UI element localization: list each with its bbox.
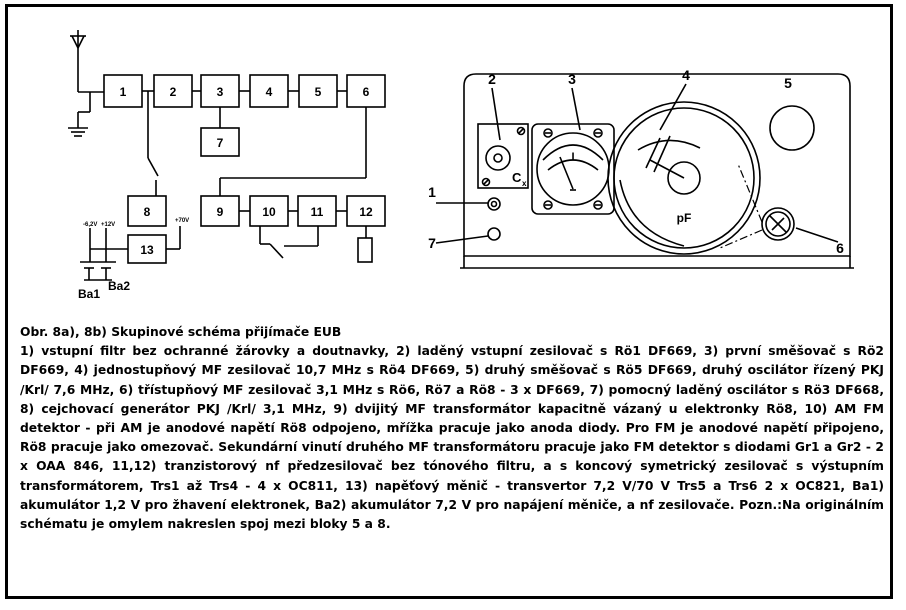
block-11-label: 11 (311, 205, 324, 219)
caption-title: Obr. 8a), 8b) Skupinové schéma přijímače… (20, 325, 342, 339)
pf-label: pF (677, 211, 692, 225)
panel-case (463, 73, 851, 257)
ba2-label: Ba2 (108, 279, 130, 293)
block-12-label: 12 (359, 205, 373, 219)
block-1-label: 1 (120, 85, 127, 99)
block-2-label: 2 (170, 85, 177, 99)
jack-1-icon (487, 197, 501, 211)
callout-5: 5 (784, 75, 792, 91)
block-13-label: 13 (140, 243, 154, 257)
callout-2: 2 (488, 71, 496, 87)
callout-1: 1 (428, 184, 436, 200)
figure-frame (5, 4, 893, 599)
ba1-label: Ba1 (78, 287, 100, 301)
meter-icon (531, 123, 615, 215)
block-10-label: 10 (262, 205, 276, 219)
meter-mark: I (571, 151, 574, 163)
loudspeaker-icon (357, 237, 373, 263)
block-7-label: 7 (217, 136, 224, 150)
tuning-dial (607, 101, 761, 255)
voltage-plus-label: +12V (101, 222, 115, 228)
cx-trimmer-plate (477, 123, 529, 189)
callout-3: 3 (568, 71, 576, 87)
block-6-label: 6 (363, 85, 370, 99)
voltage-plus70-label: +70V (175, 218, 189, 224)
cx-label: C (512, 170, 522, 185)
callout-4: 4 (682, 67, 690, 83)
block-diagram: 1 2 3 4 5 6 7 8 9 10 11 12 13 -6,2V +12V… (68, 30, 386, 301)
figure-drawing: 1 2 3 4 5 6 7 8 9 10 11 12 13 -6,2V +12V… (68, 30, 854, 301)
battery-ba2-icon (98, 261, 116, 280)
voltage-minus-label: -6,2V (83, 222, 97, 228)
antenna-icon (70, 30, 86, 92)
figure-caption: Obr. 8a), 8b) Skupinové schéma přijímače… (20, 323, 884, 534)
cx-subscript: x (522, 179, 527, 188)
block-5-label: 5 (315, 85, 322, 99)
knob-6-icon (761, 207, 795, 241)
caption-body: 1) vstupní filtr bez ochranné žárovky a … (20, 344, 884, 532)
ground-icon (68, 92, 91, 137)
knob-5-icon (769, 105, 815, 151)
front-panel: C x I (428, 67, 854, 269)
battery-ba1-icon (80, 261, 98, 280)
callout-6: 6 (836, 240, 844, 256)
block-8 (127, 195, 167, 227)
jack-7-icon (487, 227, 501, 241)
block-9-label: 9 (217, 205, 224, 219)
callout-7: 7 (428, 235, 436, 251)
block-8-label: 8 (144, 205, 151, 219)
block-4-label: 4 (266, 85, 273, 99)
block-3-label: 3 (217, 85, 224, 99)
